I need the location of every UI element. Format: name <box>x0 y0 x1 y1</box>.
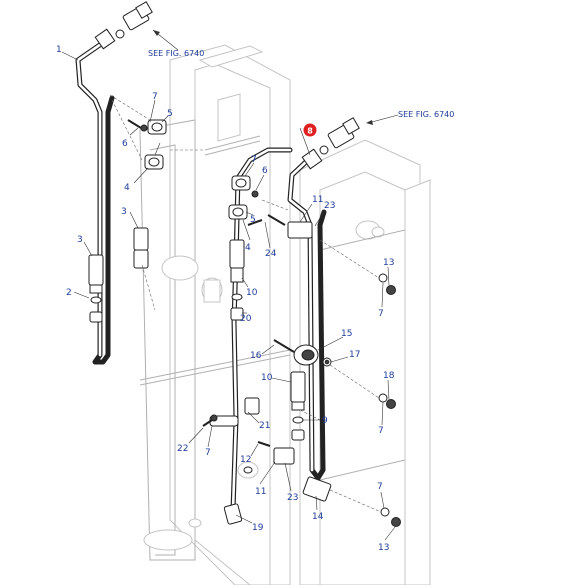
right-mast-section <box>299 139 431 585</box>
alignment-guides <box>109 94 321 421</box>
see-fig-note-right: SEE FIG. 6740 <box>398 110 454 119</box>
highlighted-part-callout[interactable]: 8 <box>303 123 317 137</box>
callout-label-8: 8 <box>307 127 313 136</box>
callout-label[interactable]: 16 <box>250 351 262 361</box>
callout-leaders <box>61 51 396 541</box>
callout-label[interactable]: 21 <box>259 421 270 431</box>
callout-label[interactable]: 7 <box>378 426 384 436</box>
top-fitting <box>122 1 179 51</box>
callout-label[interactable]: 18 <box>383 371 395 381</box>
callout-label[interactable]: 7 <box>378 309 384 319</box>
callout-label[interactable]: 7 <box>377 482 383 492</box>
callout-label[interactable]: 5 <box>167 109 173 119</box>
callout-label[interactable]: 6 <box>262 166 268 176</box>
callout-label[interactable]: 13 <box>378 543 389 553</box>
callout-label[interactable]: 4 <box>124 183 130 193</box>
callout-label[interactable]: 2 <box>66 288 72 298</box>
right-hardware <box>319 239 401 527</box>
left-clamp-parts <box>127 119 167 269</box>
callout-label[interactable]: 13 <box>383 258 394 268</box>
middle-clamp-parts <box>202 175 295 479</box>
see-fig-note-top: SEE FIG. 6740 <box>148 49 204 58</box>
callout-label[interactable]: 14 <box>312 512 324 522</box>
callout-label[interactable]: 1 <box>56 45 62 55</box>
callout-labels: 1 7 5 6 4 3 3 2 7 6 5 4 24 10 20 11 23 1… <box>56 45 395 553</box>
callout-label[interactable]: 12 <box>240 455 251 465</box>
highlight-marker <box>303 123 317 137</box>
callout-label[interactable]: 15 <box>341 329 352 339</box>
callout-label[interactable]: 9 <box>322 416 328 426</box>
callout-label[interactable]: 11 <box>312 195 323 205</box>
callout-label[interactable]: 3 <box>77 235 83 245</box>
callout-label[interactable]: 23 <box>324 201 335 211</box>
callout-label[interactable]: 10 <box>246 288 258 298</box>
callout-label[interactable]: 22 <box>177 444 188 454</box>
callout-label[interactable]: 11 <box>255 487 266 497</box>
callout-label[interactable]: 7 <box>152 92 158 102</box>
callout-label[interactable]: 19 <box>252 523 264 533</box>
right-fitting <box>327 114 399 149</box>
right-clamp-parts <box>267 214 332 502</box>
callout-label[interactable]: 17 <box>349 350 360 360</box>
callout-label[interactable]: 7 <box>251 155 257 165</box>
hose-assembly-left <box>75 28 125 365</box>
callout-label[interactable]: 6 <box>122 139 128 149</box>
callout-label[interactable]: 3 <box>121 207 127 217</box>
callout-label[interactable]: 7 <box>205 448 211 458</box>
callout-label[interactable]: 10 <box>261 373 273 383</box>
callout-label[interactable]: 23 <box>287 493 298 503</box>
callout-label[interactable]: 5 <box>250 215 256 225</box>
callout-label[interactable]: 4 <box>245 243 251 253</box>
callout-label[interactable]: 20 <box>240 314 252 324</box>
callout-label[interactable]: 24 <box>265 249 277 259</box>
